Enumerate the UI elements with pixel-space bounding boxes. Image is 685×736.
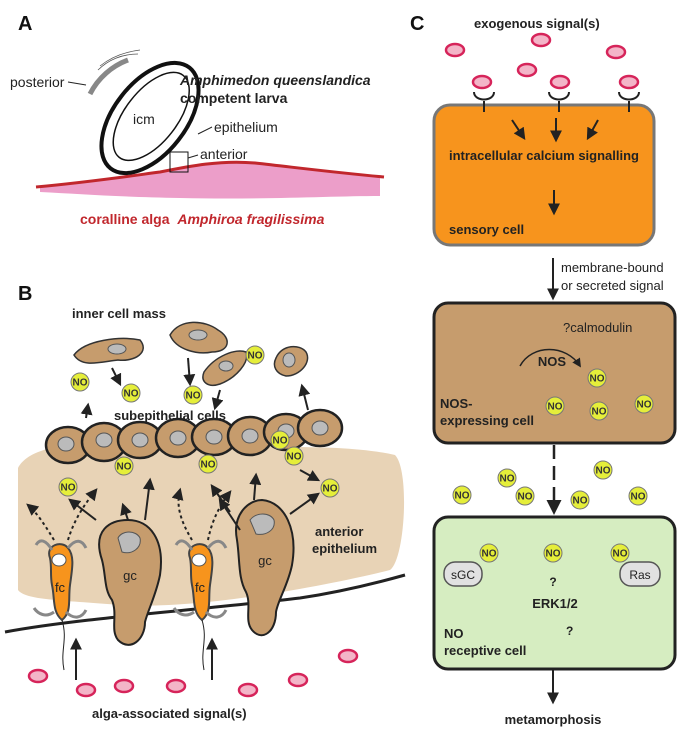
no-label: NO xyxy=(592,407,607,418)
anterior-epithelium-label-2: epithelium xyxy=(312,541,377,556)
fc-label-1: fc xyxy=(55,580,66,595)
larva-label: competent larva xyxy=(180,90,288,106)
fc-cells xyxy=(32,539,228,671)
no-label: NO xyxy=(613,549,628,560)
receptive-label-2: receptive cell xyxy=(444,643,526,658)
no-label: NO xyxy=(548,402,563,413)
gc-cells xyxy=(98,498,295,646)
alga-label: coralline alga Amphiroa fragilissima xyxy=(80,211,325,227)
no-label: NO xyxy=(323,484,338,495)
no-label: NO xyxy=(637,400,652,411)
calcium-label: intracellular calcium signalling xyxy=(449,148,639,163)
posterior-label: posterior xyxy=(10,74,65,90)
erk-label: ERK1/2 xyxy=(532,596,578,611)
subepithelial-label: subepithelial cells xyxy=(114,408,226,423)
no-label: NO xyxy=(201,460,216,471)
cilia xyxy=(97,49,141,71)
anterior-label: anterior xyxy=(200,146,248,162)
no-label: NO xyxy=(596,466,611,477)
panel-b-signals xyxy=(27,648,359,698)
alga-species: Amphiroa fragilissima xyxy=(176,211,324,227)
sensory-cell-label: sensory cell xyxy=(449,222,524,237)
panel-c-signals xyxy=(444,32,640,90)
nos-cell-box xyxy=(432,301,677,445)
exogenous-label: exogenous signal(s) xyxy=(474,16,600,31)
question-mark-2: ? xyxy=(566,624,573,638)
epithelium-label: epithelium xyxy=(214,119,278,135)
no-label: NO xyxy=(73,378,88,389)
membrane-bound-label: membrane-bound xyxy=(561,260,664,275)
calmodulin-label: ?calmodulin xyxy=(563,320,632,335)
inset-box xyxy=(169,151,189,173)
no-label: NO xyxy=(124,389,139,400)
alga-signals-label: alga-associated signal(s) xyxy=(92,706,247,721)
panel-a-letter: A xyxy=(18,13,32,35)
alga-prefix: coralline alga xyxy=(80,211,170,227)
posterior-cap xyxy=(87,57,129,96)
no-label: NO xyxy=(590,374,605,385)
nos-cell-label-2: expressing cell xyxy=(440,413,534,428)
panel-b-letter: B xyxy=(18,283,32,305)
fc-label-2: fc xyxy=(195,580,206,595)
no-label: NO xyxy=(248,351,263,362)
no-label: NO xyxy=(273,436,288,447)
dotted-arrows xyxy=(26,487,232,541)
metamorphosis-label: metamorphosis xyxy=(505,712,602,727)
no-label: NO xyxy=(287,452,302,463)
panel-c-no-molecules: NO NO NO NO NO NO NO NO NO NO NO NO NO xyxy=(452,368,654,563)
gc-label-2: gc xyxy=(258,553,272,568)
nos-label: NOS xyxy=(538,354,567,369)
anterior-epithelium-label-1: anterior xyxy=(315,524,363,539)
no-label: NO xyxy=(117,462,132,473)
no-label: NO xyxy=(518,492,533,503)
nos-curve-arrow xyxy=(519,348,581,368)
ras-label: Ras xyxy=(629,568,650,582)
panel-a: A posterior icm epithelium anterior Amph… xyxy=(10,13,385,227)
species-label: Amphimedon queenslandica xyxy=(179,72,371,88)
gc-label-1: gc xyxy=(123,568,137,583)
panel-b-arrows xyxy=(68,357,321,680)
sgc-label: sGC xyxy=(451,568,475,582)
no-label: NO xyxy=(186,391,201,402)
ras-node xyxy=(619,561,661,587)
subepithelial-cells xyxy=(44,408,344,465)
panel-b-no-molecules: NO NO NO NO NO NO NO NO NO NO xyxy=(58,345,340,498)
no-label: NO xyxy=(573,496,588,507)
no-label: NO xyxy=(631,492,646,503)
panel-b: B xyxy=(4,283,406,721)
question-mark-1: ? xyxy=(549,575,556,589)
larva xyxy=(99,60,201,176)
inner-cell-mass-label: inner cell mass xyxy=(72,306,166,321)
sgc-node xyxy=(443,561,483,587)
alga-outline xyxy=(35,160,385,189)
no-label: NO xyxy=(482,549,497,560)
icm-label: icm xyxy=(133,111,155,127)
no-label: NO xyxy=(546,549,561,560)
nos-cell-label-1: NOS- xyxy=(440,396,473,411)
receptors xyxy=(473,91,640,112)
or-secreted-label: or secreted signal xyxy=(561,278,664,293)
panel-c-letter: C xyxy=(410,13,424,35)
icm-nuclei xyxy=(107,329,296,372)
no-label: NO xyxy=(455,491,470,502)
panel-c: C exogenous signal(s) xyxy=(410,13,677,727)
receptive-label-1: NO xyxy=(444,626,464,641)
no-label: NO xyxy=(500,474,515,485)
no-label: NO xyxy=(61,483,76,494)
alga-shape xyxy=(40,162,380,199)
sensory-cell-box xyxy=(432,103,656,247)
